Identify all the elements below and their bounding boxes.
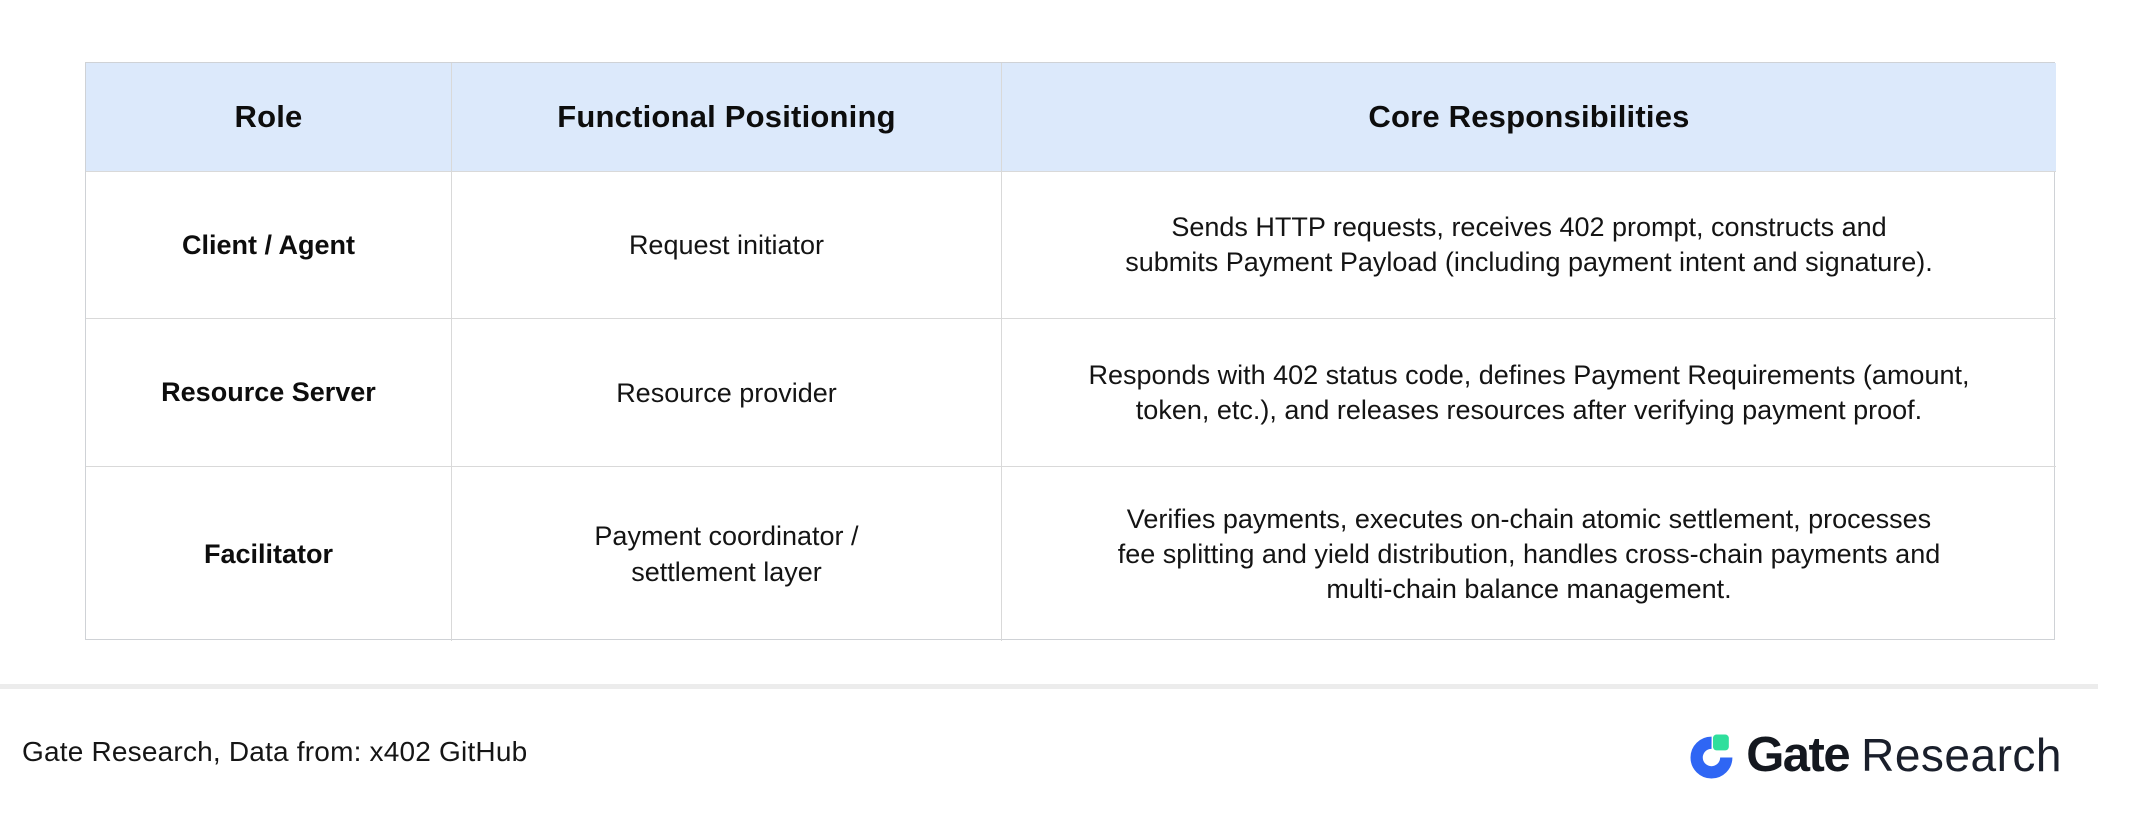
column-header-functional-positioning: Functional Positioning [451, 63, 1001, 171]
table-row-facilitator-positioning: Payment coordinator / settlement layer [451, 466, 1001, 641]
table-row-facilitator-responsibilities: Verifies payments, executes on-chain ato… [1001, 466, 2056, 641]
table-row-client-agent-responsibilities: Sends HTTP requests, receives 402 prompt… [1001, 171, 2056, 318]
source-attribution: Gate Research, Data from: x402 GitHub [22, 736, 528, 767]
table-row-resource-server-positioning: Resource provider [451, 318, 1001, 466]
column-header-role: Role [86, 63, 451, 171]
logo-suffix-text: Research [1861, 729, 2062, 781]
table-row-facilitator-role: Facilitator [86, 466, 451, 641]
table-row-resource-server-responsibilities: Responds with 402 status code, defines P… [1001, 318, 2056, 466]
footer-divider [0, 684, 2098, 689]
table-row-client-agent-role: Client / Agent [86, 171, 451, 318]
roles-table: Role Functional Positioning Core Respons… [85, 62, 2056, 641]
table-row-client-agent-positioning: Request initiator [451, 171, 1001, 318]
logo-brand-text: Gate [1746, 728, 1850, 782]
table-row-resource-server-role: Resource Server [86, 318, 451, 466]
gate-logo-icon [1690, 734, 1733, 778]
column-header-core-responsibilities: Core Responsibilities [1001, 63, 2056, 171]
gate-research-logo: Gate Research [1690, 722, 2062, 788]
